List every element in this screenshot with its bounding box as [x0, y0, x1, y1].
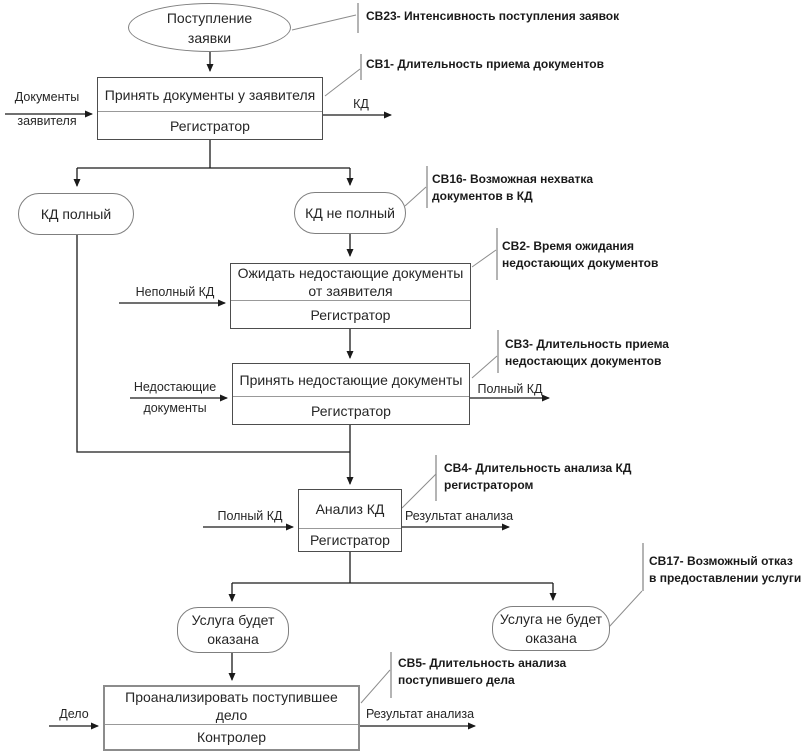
node-start-event-line2: заявки	[187, 29, 232, 46]
label-applicant-docs-line1: Документы	[14, 90, 80, 104]
annotation-sv23: СВ23- Интенсивность поступления заявок	[366, 9, 620, 23]
node-kd-not-full-label: КД не полный	[305, 204, 395, 221]
node-analyze-case-role: Контролер	[196, 729, 267, 745]
label-full-kd-in: Полный КД	[217, 509, 283, 523]
node-service-denied: Услуга не будет оказана	[492, 606, 610, 651]
node-receive-missing-role: Регистратор	[311, 402, 391, 419]
node-receive-docs-role: Регистратор	[170, 117, 250, 134]
annotation-sv3-line1: СВ3- Длительность приема	[505, 337, 669, 351]
annotation-sv17-line1: СВ17- Возможный отказ	[649, 554, 793, 568]
node-service-granted: Услуга будет оказана	[177, 607, 289, 653]
annotation-sv2: СВ2- Время ожидания недостающих документ…	[502, 238, 658, 272]
label-missing-docs-line1: Недостающие	[133, 380, 217, 394]
node-service-granted-line1: Услуга будет	[191, 612, 275, 628]
annotation-sv1: СВ1- Длительность приема документов	[366, 57, 605, 71]
node-wait-docs-title-line1: Ожидать недостающие документы	[237, 265, 464, 281]
callout-leader-sv5	[360, 669, 391, 704]
label-kd-out: КД	[353, 97, 369, 111]
node-wait-docs: Ожидать недостающие документы от заявите…	[230, 263, 471, 329]
node-start-event: Поступление заявки	[128, 3, 291, 52]
node-receive-docs: Принять документы у заявителя Регистрато…	[97, 77, 323, 140]
label-analysis-result-2: Результат анализа	[365, 707, 475, 721]
annotation-sv3: СВ3- Длительность приема недостающих док…	[505, 336, 669, 370]
annotation-sv5: СВ5- Длительность анализа поступившего д…	[398, 655, 566, 689]
node-kd-full-label: КД полный	[40, 205, 112, 222]
annotation-sv4-line2: регистратором	[444, 478, 534, 492]
node-analyze-kd-role: Регистратор	[310, 532, 390, 548]
node-kd-not-full: КД не полный	[294, 192, 406, 234]
node-wait-docs-title-line2: от заявителя	[308, 283, 393, 299]
annotation-sv2-line1: СВ2- Время ожидания	[502, 239, 635, 253]
node-receive-docs-title: Принять документы у заявителя	[104, 86, 316, 103]
node-analyze-kd-title: Анализ КД	[315, 501, 385, 517]
callout-leader-sv1	[324, 68, 361, 97]
edge-kd-full-to-junction	[76, 235, 350, 453]
node-wait-docs-role: Регистратор	[310, 306, 391, 323]
callout-leader-sv17	[608, 590, 643, 628]
annotation-sv4-line1: СВ4- Длительность анализа КД	[444, 461, 632, 475]
annotation-sv16-line1: СВ16- Возможная нехватка	[432, 172, 594, 186]
node-analyze-case: Проанализировать поступившее дело Контро…	[103, 685, 360, 751]
callout-leader-sv16	[404, 186, 427, 207]
label-analysis-result-1: Результат анализа	[404, 509, 514, 523]
annotation-sv2-line2: недостающих документов	[502, 256, 659, 270]
label-incomplete-kd: Неполный КД	[135, 285, 215, 299]
callout-leader-sv23	[291, 14, 357, 31]
node-analyze-case-title-line1: Проанализировать поступившее	[125, 688, 338, 705]
annotation-sv5-line1: СВ5- Длительность анализа	[398, 656, 567, 670]
annotation-sv4: СВ4- Длительность анализа КД регистратор…	[444, 460, 631, 494]
callout-leader-sv2	[471, 249, 497, 268]
node-service-denied-line2: оказана	[525, 629, 577, 646]
node-receive-missing: Принять недостающие документы Регистрато…	[232, 363, 470, 425]
node-analyze-kd: Анализ КД Регистратор	[298, 489, 402, 552]
node-service-granted-line2: оказана	[207, 631, 259, 647]
label-missing-docs-line2: документы	[143, 401, 207, 415]
annotation-sv17: СВ17- Возможный отказ в предоставлении у…	[649, 553, 801, 587]
annotation-sv3-line2: недостающих документов	[505, 354, 662, 368]
label-full-kd-out: Полный КД	[477, 382, 543, 396]
label-applicant-docs-line2: заявителя	[17, 114, 77, 128]
annotation-sv5-line2: поступившего дела	[398, 673, 515, 687]
annotation-sv17-line2: в предоставлении услуги	[649, 571, 801, 585]
callout-leader-sv3	[471, 355, 498, 379]
annotation-sv16-line2: документов в КД	[432, 189, 533, 203]
annotation-sv16: СВ16- Возможная нехватка документов в КД	[432, 171, 593, 205]
node-kd-full: КД полный	[18, 193, 134, 235]
node-start-event-line1: Поступление	[166, 9, 253, 26]
node-service-denied-line1: Услуга не будет	[499, 610, 603, 627]
label-case-in: Дело	[59, 707, 89, 721]
node-analyze-case-title-line2: дело	[215, 706, 248, 723]
callout-leader-sv4	[401, 473, 437, 509]
node-receive-missing-title: Принять недостающие документы	[239, 372, 463, 388]
